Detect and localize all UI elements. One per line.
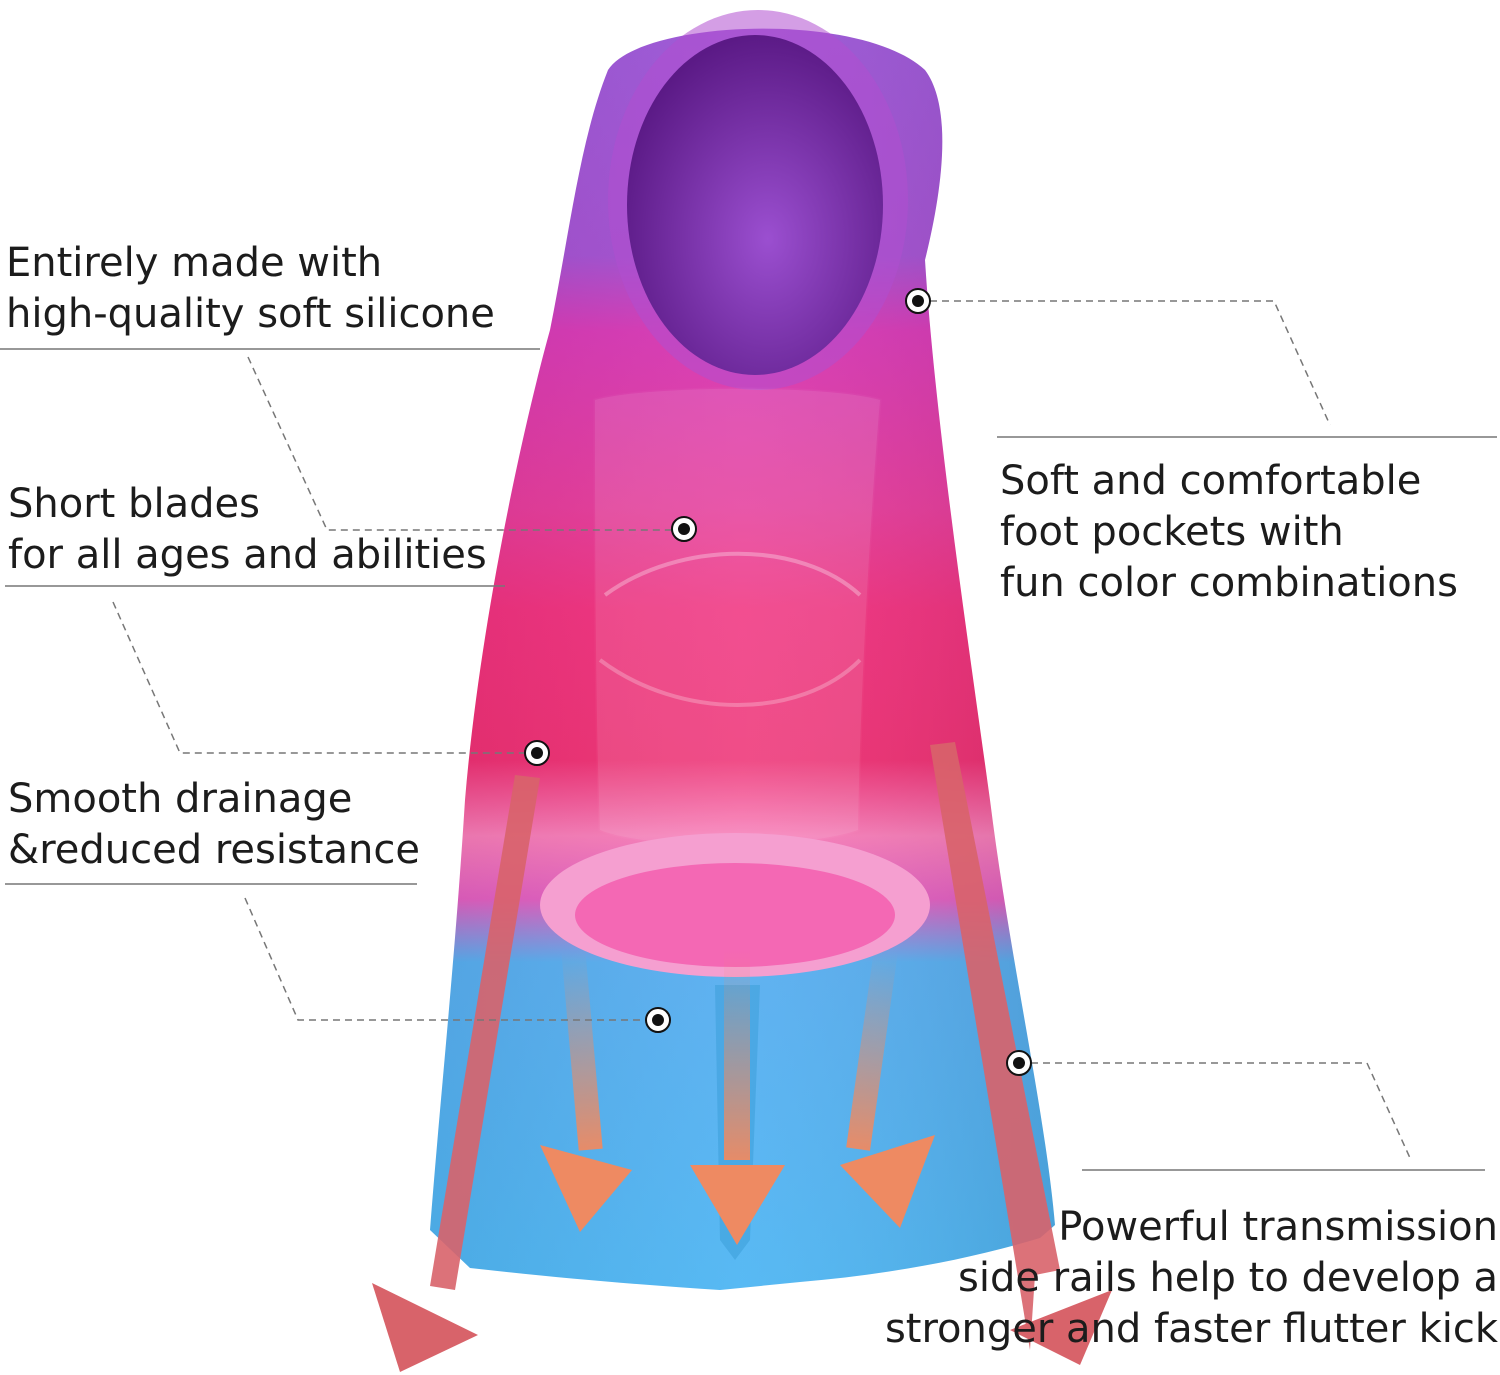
rail-arrow-left [372,775,540,1372]
drainage-hole [575,863,895,967]
callout-silicone-line-2: high-quality soft silicone [6,291,495,337]
callout-short-blades-line-1: Short blades [8,481,260,527]
callout-short-blades-line-2: for all ages and abilities [8,532,487,578]
flow-arrows [372,742,1112,1372]
callout-silicone-line-1: Entirely made with [6,240,383,286]
callout-side-rails-line-1: Powerful transmission [1058,1204,1498,1250]
callout-drainage: Smooth drainage &reduced resistance [8,774,420,876]
drainage-arrow-center [690,950,785,1245]
callout-drainage-line-2: &reduced resistance [8,827,420,873]
marker-foot-pockets [905,288,931,314]
marker-short-blades [524,740,550,766]
callout-markers [524,288,1032,1076]
drainage-arrow-right [840,949,935,1228]
pocket-arc-upper [603,551,862,597]
rail-arrow-right [930,742,1112,1365]
pocket-panel [595,388,880,845]
marker-drainage [645,1007,671,1033]
leader-drainage [244,897,658,1021]
callout-short-blades: Short blades for all ages and abilities [8,479,487,581]
drainage-arrow-left [540,949,632,1232]
pocket-arc-lower [598,658,862,707]
callout-foot-pockets-line-1: Soft and comfortable [1000,458,1422,504]
foot-opening [627,35,883,375]
callout-foot-pockets-line-2: foot pockets with [1000,509,1344,555]
callout-foot-pockets: Soft and comfortable foot pockets with f… [1000,456,1458,609]
leader-foot-pockets [918,300,1331,426]
leader-lines [0,300,1497,1171]
callout-side-rails-line-3: stronger and faster flutter kick [884,1306,1498,1352]
callout-drainage-line-1: Smooth drainage [8,776,353,822]
callout-side-rails-line-2: side rails help to develop a [958,1255,1498,1301]
callout-silicone: Entirely made with high-quality soft sil… [6,238,495,340]
marker-side-rails [1006,1050,1032,1076]
leader-side-rails [1019,1062,1411,1159]
marker-silicone [671,516,697,542]
callout-foot-pockets-line-3: fun color combinations [1000,560,1458,606]
leader-silicone [247,356,684,531]
callout-side-rails: Powerful transmission side rails help to… [885,1202,1498,1355]
